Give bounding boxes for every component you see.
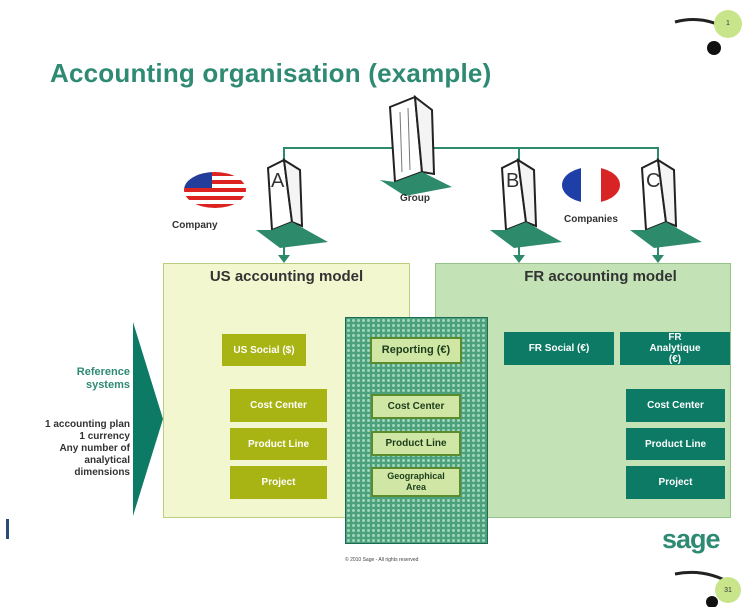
fr-social-box: FR Social (€): [504, 332, 614, 365]
fr-model-title: FR accounting model: [524, 268, 677, 285]
fr-analytique-box: FR Analytique (€): [620, 332, 730, 365]
connector-line: [283, 147, 658, 149]
reference-desc-line: dimensions: [74, 467, 130, 478]
copyright-text: © 2010 Sage - All rights reserved: [345, 557, 419, 563]
reporting-column: [345, 317, 488, 544]
reference-desc-line: analytical: [84, 455, 130, 466]
company-c-building-icon: [630, 158, 702, 248]
connector-line: [657, 147, 659, 169]
us-model-title: US accounting model: [209, 268, 364, 285]
reference-systems-title: Reference systems: [76, 366, 130, 391]
us-project-box: Project: [230, 466, 327, 499]
fr-cost-center-box: Cost Center: [626, 389, 725, 422]
fr-flag-icon: [562, 167, 620, 203]
us-cost-center-box: Cost Center: [230, 389, 327, 422]
building-c-letter: C: [646, 170, 661, 192]
us-product-line-box: Product Line: [230, 428, 327, 460]
building-b-letter: B: [506, 170, 520, 192]
swoosh-decoration-top: [674, 10, 742, 55]
slide-title: Accounting organisation (example): [50, 58, 492, 88]
reference-desc-line: 1 accounting plan: [44, 419, 130, 430]
company-a-building-icon: [256, 158, 328, 248]
fr-project-box: Project: [626, 466, 725, 499]
us-flag-icon: [184, 172, 246, 208]
reference-arrow-icon: [133, 322, 163, 516]
group-label: Group: [400, 193, 430, 204]
reporting-cost-center-box: Cost Center: [371, 394, 461, 419]
connector-line: [283, 147, 285, 169]
arrow-down-icon: [278, 255, 290, 263]
building-a-letter: A: [271, 170, 285, 192]
connector-line: [518, 147, 520, 169]
reporting-geo-area-box: Geographical Area: [371, 467, 461, 497]
side-mark: [6, 519, 9, 539]
page-number-top: 1: [726, 20, 730, 27]
reference-systems-description: 1 accounting plan 1 currency Any number …: [0, 419, 130, 479]
company-label: Company: [172, 220, 218, 231]
sage-logo: sage: [662, 524, 721, 554]
page-number-bottom: 31: [724, 587, 732, 594]
group-building-icon: [380, 94, 452, 196]
arrow-down-icon: [513, 255, 525, 263]
company-b-building-icon: [490, 158, 562, 248]
reporting-box: Reporting (€): [370, 337, 462, 364]
swoosh-decoration-bottom: [674, 570, 741, 607]
reference-desc-line: Any number of: [59, 443, 130, 454]
companies-label: Companies: [564, 214, 618, 225]
reference-desc-line: 1 currency: [79, 431, 130, 442]
us-social-box: US Social ($): [222, 334, 306, 366]
fr-product-line-box: Product Line: [626, 428, 725, 460]
reporting-product-line-box: Product Line: [371, 431, 461, 456]
arrow-down-icon: [652, 255, 664, 263]
